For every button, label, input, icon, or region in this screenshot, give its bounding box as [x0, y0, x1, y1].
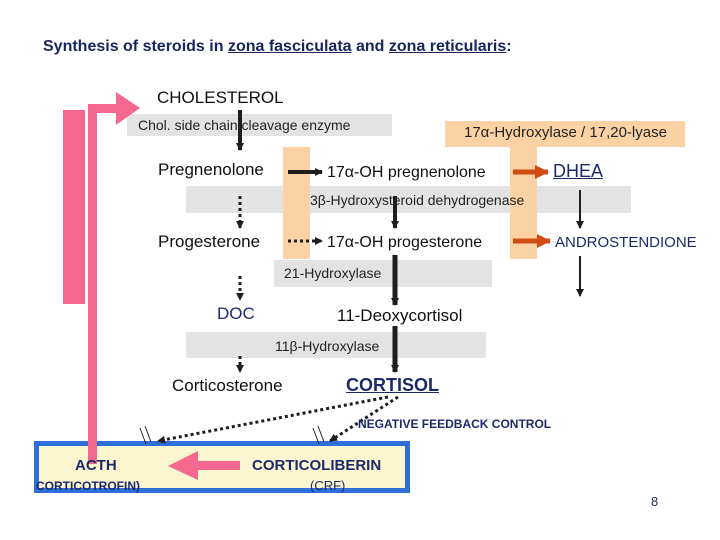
node-doc: DOC	[217, 304, 255, 323]
node-cortisol: CORTISOL	[346, 375, 439, 395]
title-colon: :	[506, 38, 512, 55]
enzyme-17-hydroxylase: 17α-Hydroxylase / 17,20-lyase	[464, 124, 667, 141]
acth-label: ACTH	[75, 457, 117, 474]
enzyme-side-chain: Chol. side chain cleavage enzyme	[138, 117, 351, 133]
page-number: 8	[651, 494, 659, 509]
node-11-deoxycortisol: 11-Deoxycortisol	[337, 306, 463, 325]
node-pregnenolone: Pregnenolone	[158, 160, 264, 179]
enzyme-11-hydroxylase: 11β-Hydroxylase	[275, 338, 380, 354]
pink-feedback-arrow	[63, 92, 140, 464]
node-androstendione: ANDROSTENDIONE	[555, 234, 697, 251]
enzyme-3b-hsd: 3β-Hydroxysteroid dehydrogenase	[310, 192, 525, 208]
feedback-line-crf	[329, 395, 399, 443]
node-cholesterol: CHOLESTEROL	[157, 88, 284, 107]
crf-label: (CRF)	[310, 478, 346, 493]
crf-to-acth-head	[168, 451, 198, 480]
page-title: Synthesis of steroids in zona fasciculat…	[43, 38, 512, 56]
side-chain-enzyme-band	[127, 114, 392, 136]
crf-to-acth-shaft	[198, 461, 240, 470]
title-prefix: Synthesis of steroids in	[43, 38, 228, 55]
node-dhea: DHEA	[553, 161, 604, 181]
enzyme-21-hydroxylase: 21-Hydroxylase	[284, 265, 382, 281]
node-oh-progesterone: 17α-OH progesterone	[327, 234, 483, 251]
title-zone-reticularis: zona reticularis	[388, 38, 507, 55]
hydroxylase-17-band	[445, 121, 685, 147]
feedback-label: NEGATIVE FEEDBACK CONTROL	[358, 417, 552, 431]
title-and: and	[351, 38, 389, 55]
corticoliberin-label: CORTICOLIBERIN	[252, 457, 382, 474]
node-progesterone: Progesterone	[158, 232, 261, 251]
node-corticosterone: Corticosterone	[172, 376, 283, 395]
hsd3b-band	[186, 186, 631, 213]
corticotrofin-label: CORTICOTROFIN)	[36, 479, 140, 493]
node-oh-pregnenolone: 17α-OH pregnenolone	[327, 164, 486, 181]
feedback-line-acth	[157, 395, 389, 444]
hydroxylase-21-band	[274, 260, 492, 287]
hydroxylase-11-band	[186, 332, 486, 358]
title-zone-fasciculata: zona fasciculata	[227, 38, 352, 55]
